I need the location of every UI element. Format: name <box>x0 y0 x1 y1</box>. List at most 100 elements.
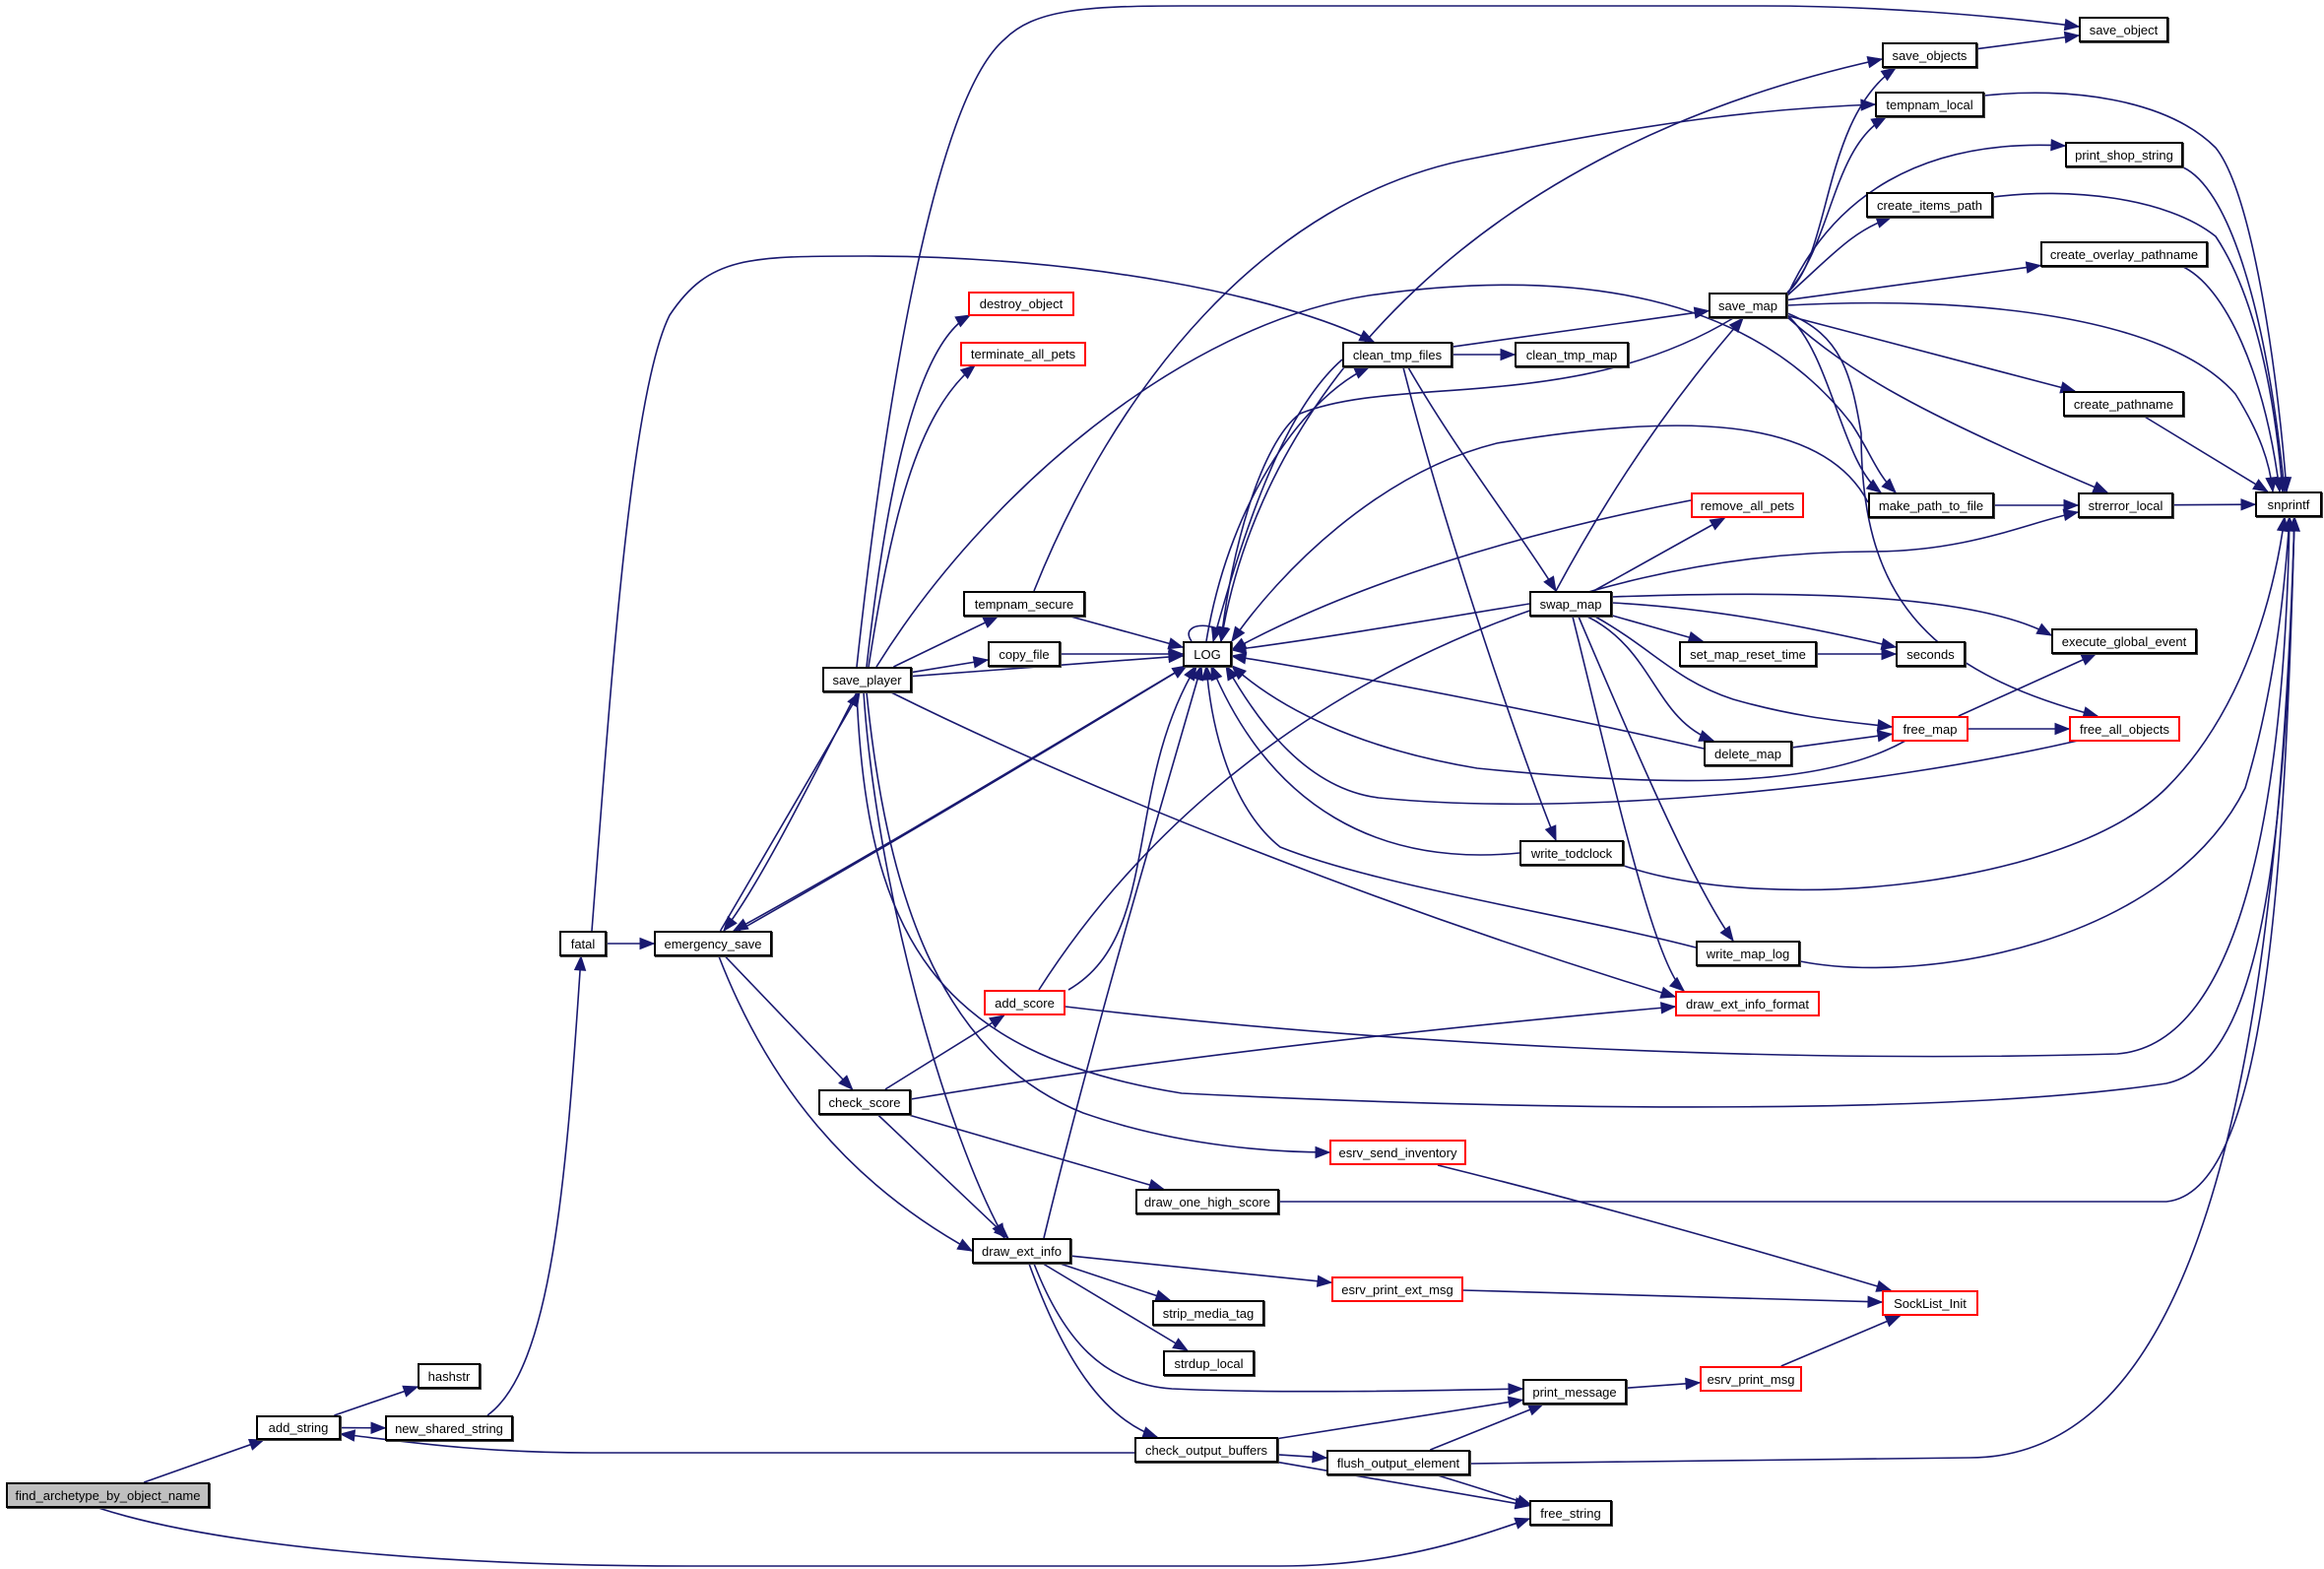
edge-clean-tmp-files-to-clean-tmp-map <box>1452 348 1517 361</box>
node-label: save_object <box>2089 22 2159 37</box>
node-hashstr[interactable]: hashstr <box>418 1363 481 1389</box>
node-seconds[interactable]: seconds <box>1896 641 1966 667</box>
node-swap-map[interactable]: swap_map <box>1529 591 1612 617</box>
arrowhead-icon <box>838 1075 854 1090</box>
edge-line <box>97 1507 1530 1567</box>
node-save-objects[interactable]: save_objects <box>1882 42 1977 68</box>
edge-new-shared-string-to-fatal <box>486 954 587 1416</box>
edge-line <box>1028 1263 1158 1438</box>
edge-line <box>877 1114 1009 1239</box>
node-terminate-all-pets[interactable]: terminate_all_pets <box>960 342 1086 366</box>
edge-flush-output-element-to-free-string <box>1437 1474 1533 1507</box>
arrowhead-icon <box>988 1014 1005 1028</box>
node-clean-tmp-files[interactable]: clean_tmp_files <box>1342 342 1452 367</box>
node-write-todclock[interactable]: write_todclock <box>1519 840 1624 866</box>
arrowhead-icon <box>2063 31 2081 44</box>
node-label: LOG <box>1194 646 1221 662</box>
node-check-score[interactable]: check_score <box>818 1089 911 1115</box>
node-tempnam-secure[interactable]: tempnam_secure <box>963 591 1085 617</box>
node-label: check_score <box>828 1094 901 1110</box>
node-log[interactable]: LOG <box>1183 641 1232 667</box>
node-find-archetype-by-object-name: find_archetype_by_object_name <box>6 1482 210 1508</box>
arrowhead-icon <box>732 918 749 932</box>
arrowhead-icon <box>1876 730 1894 743</box>
node-copy-file[interactable]: copy_file <box>988 641 1061 667</box>
node-create-overlay-pathname[interactable]: create_overlay_pathname <box>2040 241 2208 267</box>
edge-line <box>723 691 858 932</box>
edge-line <box>1060 1263 1171 1301</box>
node-set-map-reset-time[interactable]: set_map_reset_time <box>1679 641 1817 667</box>
edge-line <box>1407 366 1557 592</box>
node-strerror-local[interactable]: strerror_local <box>2078 492 2173 518</box>
edge-save-objects-to-save-object <box>1976 31 2081 50</box>
node-save-object[interactable]: save_object <box>2079 17 2168 42</box>
node-fatal[interactable]: fatal <box>559 931 607 956</box>
arrowhead-icon <box>1728 316 1744 334</box>
node-esrv-print-ext-msg[interactable]: esrv_print_ext_msg <box>1331 1276 1463 1302</box>
node-create-pathname[interactable]: create_pathname <box>2063 391 2184 417</box>
edge-line <box>1437 1474 1532 1506</box>
node-draw-one-high-score[interactable]: draw_one_high_score <box>1135 1189 1279 1214</box>
node-save-player[interactable]: save_player <box>822 667 912 692</box>
node-label: terminate_all_pets <box>970 347 1076 361</box>
node-socklist-init[interactable]: SockList_Init <box>1882 1290 1978 1316</box>
edge-save-player-to-make-path-to-file <box>875 284 1897 668</box>
node-make-path-to-file[interactable]: make_path_to_file <box>1868 492 1994 518</box>
edge-check-output-buffers-to-print-message <box>1277 1396 1524 1440</box>
node-execute-global-event[interactable]: execute_global_event <box>2051 628 2197 654</box>
node-delete-map[interactable]: delete_map <box>1704 741 1792 766</box>
node-new-shared-string[interactable]: new_shared_string <box>385 1415 513 1441</box>
node-label: new_shared_string <box>395 1420 503 1436</box>
edge-esrv-print-ext-msg-to-socklist-init <box>1462 1289 1884 1308</box>
node-label: save_player <box>832 672 902 687</box>
arrowhead-icon <box>2054 722 2071 736</box>
node-flush-output-element[interactable]: flush_output_element <box>1326 1450 1470 1475</box>
edge-check-output-buffers-to-add-string <box>339 1429 1134 1454</box>
arrowhead-icon <box>2025 261 2042 274</box>
node-strdup-local[interactable]: strdup_local <box>1163 1350 1255 1376</box>
node-create-items-path[interactable]: create_items_path <box>1866 192 1993 218</box>
arrowhead-icon <box>1876 719 1894 732</box>
node-tempnam-local[interactable]: tempnam_local <box>1875 92 1984 117</box>
node-free-string[interactable]: free_string <box>1529 1500 1612 1526</box>
node-free-map[interactable]: free_map <box>1892 716 1969 742</box>
arrowhead-icon <box>1508 1383 1524 1396</box>
node-label: save_map <box>1718 297 1777 313</box>
arrowhead-icon <box>2240 498 2257 511</box>
arrowhead-icon <box>1693 306 1711 319</box>
node-draw-ext-info[interactable]: draw_ext_info <box>972 1238 1071 1264</box>
node-esrv-send-inventory[interactable]: esrv_send_inventory <box>1329 1140 1466 1165</box>
node-save-map[interactable]: save_map <box>1709 293 1787 318</box>
node-destroy-object[interactable]: destroy_object <box>968 292 1074 316</box>
edge-line <box>1231 665 1906 782</box>
node-check-output-buffers[interactable]: check_output_buffers <box>1134 1437 1278 1463</box>
node-draw-ext-info-format[interactable]: draw_ext_info_format <box>1675 991 1820 1016</box>
edge-flush-output-element-to-print-message <box>1430 1404 1544 1451</box>
arrowhead-icon <box>1231 625 1246 643</box>
node-strip-media-tag[interactable]: strip_media_tag <box>1152 1300 1264 1326</box>
node-clean-tmp-map[interactable]: clean_tmp_map <box>1515 342 1629 367</box>
edge-line <box>1555 317 1744 592</box>
arrowhead-icon <box>1544 824 1557 842</box>
edge-line <box>1225 665 2079 806</box>
node-write-map-log[interactable]: write_map_log <box>1696 941 1800 966</box>
node-esrv-print-msg[interactable]: esrv_print_msg <box>1700 1366 1802 1392</box>
node-add-string[interactable]: add_string <box>256 1415 341 1440</box>
node-add-score[interactable]: add_score <box>984 990 1065 1015</box>
edge-line <box>1437 1164 1892 1291</box>
edge-line <box>1033 103 1876 592</box>
edge-line <box>1212 359 1343 642</box>
edge-print-message-to-esrv-print-msg <box>1626 1377 1702 1391</box>
node-print-shop-string[interactable]: print_shop_string <box>2065 142 2183 167</box>
edge-swap-map-to-execute-global-event <box>1611 593 2053 636</box>
node-free-all-objects[interactable]: free_all_objects <box>2069 716 2180 742</box>
node-remove-all-pets[interactable]: remove_all_pets <box>1691 492 1804 518</box>
edge-draw-ext-info-to-strdup-local <box>1042 1263 1189 1351</box>
edge-line <box>1786 301 2274 492</box>
node-emergency-save[interactable]: emergency_save <box>654 931 772 956</box>
edge-save-map-to-make-path-to-file <box>1786 314 1883 493</box>
edge-clean-tmp-files-to-save-map <box>1452 306 1711 348</box>
node-print-message[interactable]: print_message <box>1522 1379 1627 1405</box>
edge-line <box>2144 416 2269 492</box>
node-snprintf[interactable]: snprintf <box>2255 491 2322 517</box>
